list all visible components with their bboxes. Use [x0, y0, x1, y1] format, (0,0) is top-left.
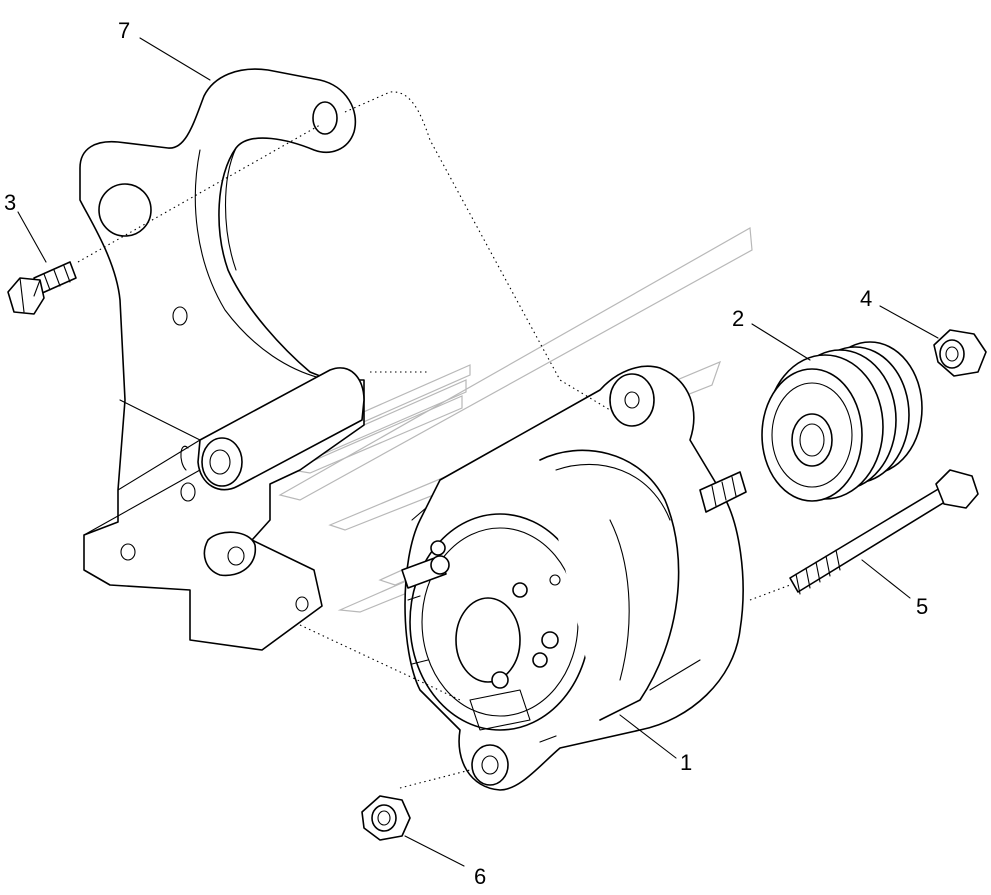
leader-1 — [619, 714, 677, 759]
callout-5: 5 — [916, 594, 928, 619]
leader-7 — [139, 37, 211, 81]
leader-2 — [751, 323, 811, 361]
alternator — [401, 365, 747, 791]
callout-labels: 7 3 2 4 5 1 6 — [4, 18, 928, 889]
callout-7: 7 — [118, 18, 130, 43]
callout-4: 4 — [860, 286, 872, 311]
bolt-5 — [789, 469, 979, 595]
callout-2: 2 — [732, 306, 744, 331]
callout-6: 6 — [474, 864, 486, 889]
bolt-3 — [7, 261, 77, 315]
callout-1: 1 — [680, 750, 692, 775]
mounting-bracket — [79, 68, 365, 651]
pulley — [761, 341, 923, 502]
leader-4 — [879, 305, 939, 339]
leader-3 — [17, 211, 47, 263]
assembly-lines — [77, 91, 791, 789]
nut-4 — [933, 329, 987, 377]
leader-lines — [17, 37, 939, 867]
nut-6 — [361, 795, 411, 841]
leader-6 — [404, 835, 465, 867]
callout-3: 3 — [4, 190, 16, 215]
leader-5 — [861, 559, 911, 599]
